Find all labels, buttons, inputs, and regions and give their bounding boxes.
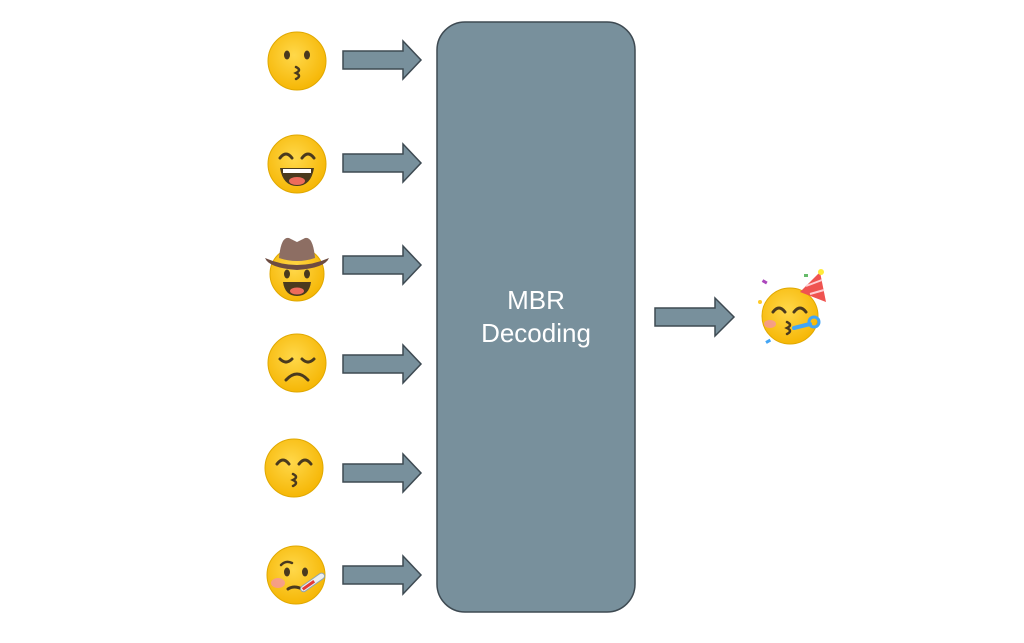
kissing-face-icon (267, 31, 327, 91)
input-arrow-1 (342, 39, 423, 81)
box-label-line2: Decoding (481, 318, 591, 348)
disappointed-face-icon (267, 333, 327, 393)
partying-face-icon (758, 269, 826, 345)
cowboy-hat-face-icon (265, 237, 329, 302)
kissing-smiling-eyes-face-icon (264, 438, 324, 498)
input-arrow-2 (342, 142, 423, 184)
input-arrow-5 (342, 452, 423, 494)
grinning-squinting-face-icon (267, 134, 327, 194)
input-arrow-6 (342, 554, 423, 596)
output-arrow (654, 296, 736, 338)
face-with-thermometer-icon (266, 545, 326, 605)
input-arrow-3 (342, 244, 423, 286)
input-arrow-4 (342, 343, 423, 385)
mbr-decoding-box (436, 21, 636, 613)
box-label-line1: MBR (507, 285, 565, 315)
